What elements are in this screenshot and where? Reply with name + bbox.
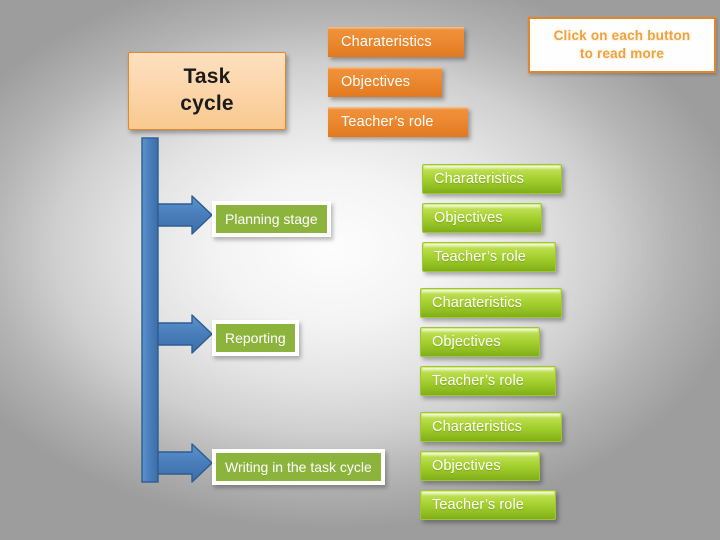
detail-button-g1-charateristics[interactable]: Charateristics [422, 164, 562, 194]
top-menu-button-teachers-role[interactable]: Teacher’s role [328, 107, 468, 137]
detail-label: Objectives [432, 458, 501, 474]
top-menu-button-objectives[interactable]: Objectives [328, 67, 442, 97]
hint-box: Click on each button to read more [528, 17, 716, 73]
stage-box-reporting[interactable]: Reporting [212, 320, 299, 356]
connector-arrow-3 [157, 443, 213, 483]
top-menu-button-charateristics[interactable]: Charateristics [328, 27, 464, 57]
detail-label: Charateristics [432, 295, 523, 311]
hint-text: Click on each button to read more [554, 27, 691, 63]
task-cycle-label: Task cycle [180, 64, 234, 118]
detail-label: Teacher’s role [432, 373, 524, 389]
top-menu-label: Objectives [341, 74, 411, 90]
detail-label: Charateristics [432, 419, 523, 435]
task-cycle-line1: Task [183, 65, 231, 89]
stage-box-planning[interactable]: Planning stage [212, 201, 331, 237]
detail-button-g3-charateristics[interactable]: Charateristics [420, 412, 562, 442]
stage-box-writing[interactable]: Writing in the task cycle [212, 449, 385, 485]
stage-label: Planning stage [225, 211, 318, 227]
detail-button-g2-teachers-role[interactable]: Teacher’s role [420, 366, 556, 396]
detail-button-g1-teachers-role[interactable]: Teacher’s role [422, 242, 556, 272]
hint-line2: to read more [579, 46, 665, 61]
detail-label: Objectives [432, 334, 501, 350]
detail-button-g1-objectives[interactable]: Objectives [422, 203, 542, 233]
detail-button-g3-teachers-role[interactable]: Teacher’s role [420, 490, 556, 520]
detail-button-g2-objectives[interactable]: Objectives [420, 327, 540, 357]
task-cycle-line2: cycle [180, 92, 234, 115]
detail-label: Charateristics [434, 171, 525, 187]
stage-label: Reporting [225, 330, 286, 346]
detail-label: Teacher’s role [432, 497, 524, 513]
hint-line1: Click on each button [553, 27, 691, 43]
detail-button-g2-charateristics[interactable]: Charateristics [420, 288, 562, 318]
flow-connector [141, 137, 213, 483]
connector-arrow-2 [157, 314, 213, 354]
detail-button-g3-objectives[interactable]: Objectives [420, 451, 540, 481]
detail-label: Objectives [434, 210, 503, 226]
top-menu-label: Charateristics [341, 34, 432, 50]
stage-label: Writing in the task cycle [225, 459, 372, 475]
detail-label: Teacher’s role [434, 249, 526, 265]
connector-trunk [141, 137, 159, 483]
task-cycle-box: Task cycle [128, 52, 286, 130]
top-menu-label: Teacher’s role [341, 114, 434, 130]
connector-arrow-1 [157, 195, 213, 235]
